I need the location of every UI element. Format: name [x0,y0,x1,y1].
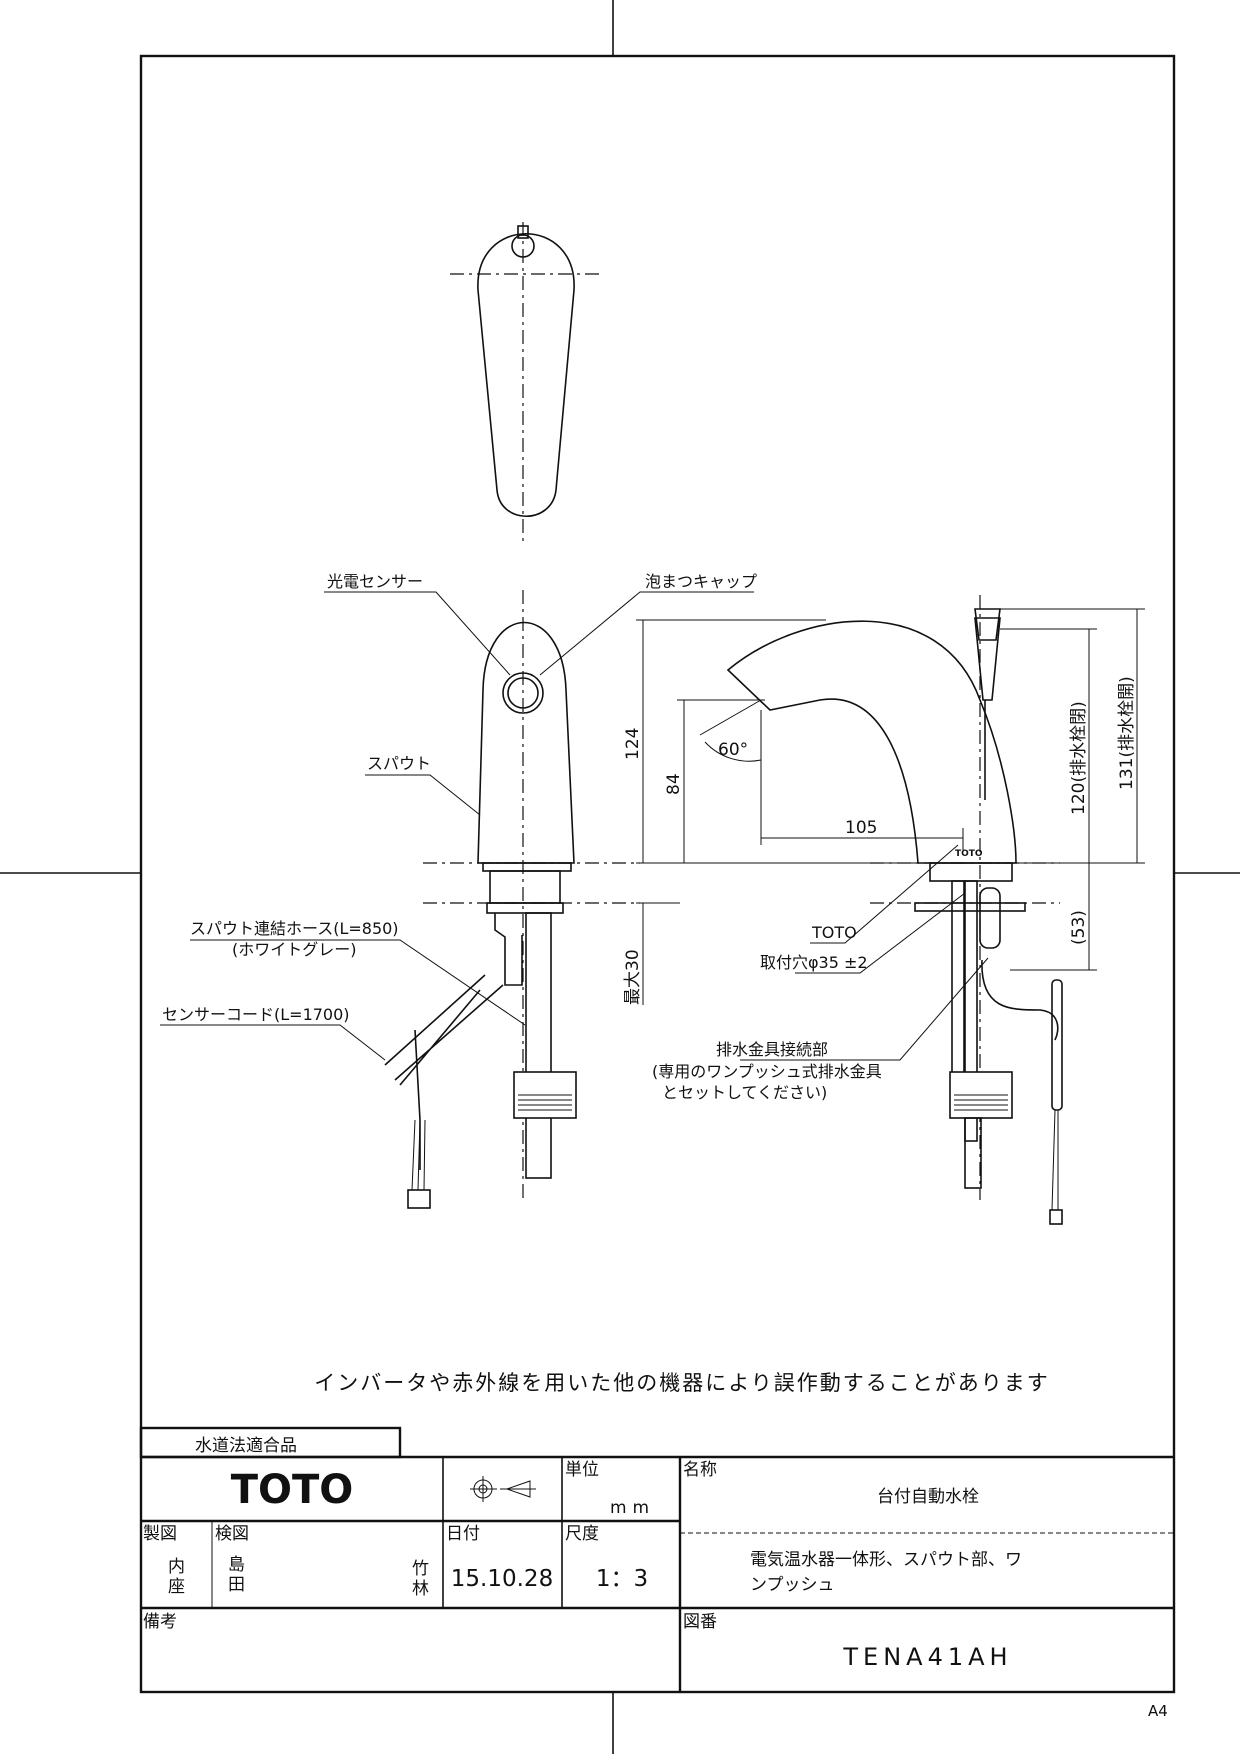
scale-value: 1：3 [596,1566,648,1592]
dim-84: 84 [664,773,684,795]
front-view [384,590,640,1209]
name-label: 名称 [683,1460,717,1480]
approval-label: 水道法適合品 [195,1436,297,1456]
date-value: 15.10.28 [451,1566,553,1592]
checked-by-1b: 田 [228,1575,245,1595]
drawing-frame [139,54,1176,1694]
side-view [726,595,1063,1225]
remarks-label: 備考 [143,1612,177,1632]
product-name: 台付自動水栓 [877,1487,979,1507]
checked-by-2b: 林 [412,1579,429,1599]
brand-logo: TOTO [231,1467,354,1513]
dim-131: 131(排水栓開) [1117,676,1137,790]
dim-angle: 60° [718,740,748,760]
drawing-number: TENA41AH [842,1643,1012,1671]
label-photo-sensor: 光電センサー [327,572,423,591]
scale-label: 尺度 [565,1524,599,1544]
label-drain-note-2: とセットしてください) [662,1083,827,1102]
label-mount-hole: 取付穴φ35 ±2 [760,953,868,972]
dim-53: (53) [1069,910,1089,945]
title-block [139,1426,1174,1692]
top-view [450,222,604,545]
drawn-label: 製図 [143,1524,177,1544]
checked-by-2a: 竹 [412,1559,429,1579]
drawn-by-2: 座 [168,1577,185,1597]
date-label: 日付 [446,1524,480,1544]
description-line-1: 電気温水器一体形、スパウト部、ワ [750,1550,1022,1570]
label-hose-color: (ホワイトグレー) [232,940,357,959]
label-drain-note-1: (専用のワンプッシュ式排水金具 [652,1062,882,1081]
label-foam-cap: 泡まつキャップ [645,572,757,591]
dim-124: 124 [623,728,643,760]
label-sensor-cord: センサーコード(L=1700) [162,1005,350,1024]
leader-lines [160,591,989,1061]
label-hose: スパウト連結ホース(L=850) [190,919,399,938]
label-toto-mark: TOTO [811,923,857,942]
checked-by-1a: 島 [228,1555,245,1575]
drawing-no-label: 図番 [683,1612,717,1632]
dim-max-30: 最大30 [623,949,643,1005]
paper-size: A4 [1148,1702,1168,1720]
label-spout: スパウト [367,754,431,773]
checked-label: 検図 [215,1524,249,1544]
unit-value: mm [610,1498,655,1518]
unit-label: 単位 [565,1460,599,1480]
drawn-by-1: 内 [168,1557,185,1577]
dim-105: 105 [845,818,877,838]
spout-toto-logo: TOTO [955,849,983,859]
projection-symbol-icon [470,1476,536,1502]
label-drain-joint: 排水金具接続部 [716,1040,828,1059]
dimension-lines [636,608,1145,1005]
dim-120: 120(排水栓閉) [1069,701,1089,815]
notice-text: インバータや赤外線を用いた他の機器により誤作動することがあります [314,1371,1050,1395]
description-line-2: ンプッシュ [750,1575,835,1595]
